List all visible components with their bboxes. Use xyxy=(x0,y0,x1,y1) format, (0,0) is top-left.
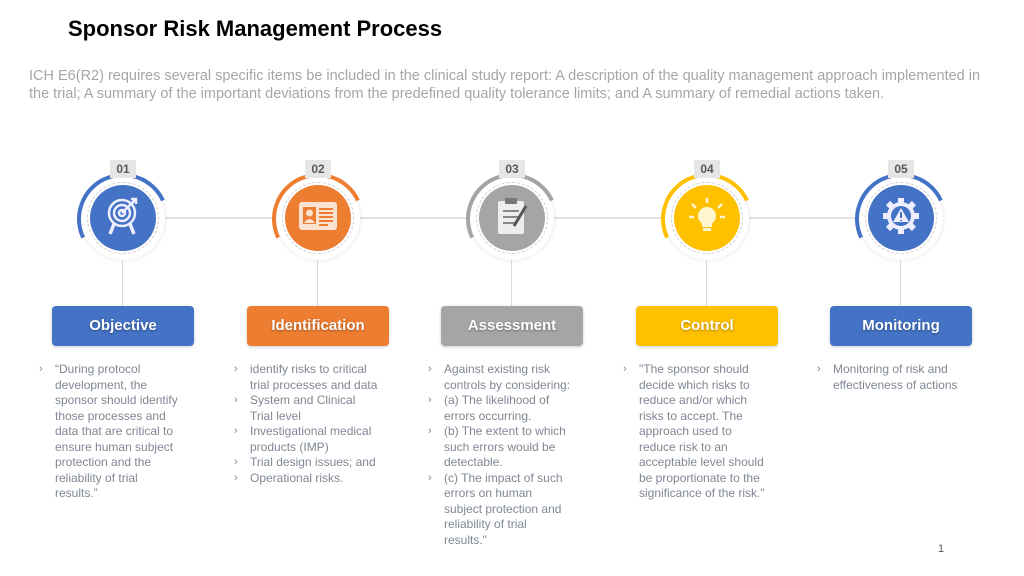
bullet-item: › (a) The likelihood of errors occurring. xyxy=(422,393,572,424)
bullet-text: (b) The extent to which such errors woul… xyxy=(444,424,566,469)
bullet-item: › Against existing risk controls by consi… xyxy=(422,362,572,393)
step-bullets: › Against existing risk controls by consi… xyxy=(422,362,572,548)
step-label: Assessment xyxy=(441,306,583,346)
step-number: 02 xyxy=(305,160,331,178)
step-number: 05 xyxy=(888,160,914,178)
step-bullets: › Monitoring of risk and effectiveness of… xyxy=(811,362,961,393)
icon-circle xyxy=(285,185,351,251)
chevron-right-icon: › xyxy=(428,471,432,484)
chevron-right-icon: › xyxy=(234,394,238,406)
lightbulb-icon xyxy=(687,196,727,241)
step-label: Monitoring xyxy=(830,306,972,346)
icon-circle xyxy=(868,185,934,251)
id-card-icon xyxy=(298,201,338,236)
page-number: 1 xyxy=(938,543,945,555)
bullet-item: › "The sponsor should decide which risks … xyxy=(617,362,767,502)
page-title: Sponsor Risk Management Process xyxy=(68,16,443,41)
bullet-text: “During protocol development, the sponso… xyxy=(55,362,178,500)
dashed-ring xyxy=(671,182,743,254)
chevron-right-icon: › xyxy=(39,363,43,375)
chevron-right-icon: › xyxy=(428,425,432,437)
bullet-text: identify risks to critical trial process… xyxy=(250,362,378,392)
bullet-text: Trial design issues; and xyxy=(250,455,376,469)
bullet-item: › Monitoring of risk and effectiveness of… xyxy=(811,362,961,393)
chevron-right-icon: › xyxy=(234,456,238,468)
dashed-ring xyxy=(865,182,937,254)
bullet-item: › System and Clinical Trial level xyxy=(228,393,378,424)
bullet-text: Operational risks. xyxy=(250,470,344,485)
step-label: Control xyxy=(636,306,778,346)
bullet-text: Monitoring of risk and effectiveness of … xyxy=(833,362,958,392)
connector-line xyxy=(122,260,123,306)
bullet-text: (a) The likelihood of errors occurring. xyxy=(444,393,550,423)
bullet-item: › “During protocol development, the spons… xyxy=(33,362,183,502)
gear-warning-icon xyxy=(881,196,921,241)
bullet-item: › (c) The impact of such errors on human … xyxy=(422,471,572,549)
step-number: 01 xyxy=(110,160,136,178)
dashed-ring xyxy=(282,182,354,254)
bullet-text: System and Clinical Trial level xyxy=(250,393,356,423)
chevron-right-icon: › xyxy=(234,425,238,437)
bullet-item: › (b) The extent to which such errors wou… xyxy=(422,424,572,471)
bullet-text: (c) The impact of such errors on human s… xyxy=(444,470,563,547)
bullet-text: Investigational medical products (IMP) xyxy=(250,424,372,454)
bullet-item: › Investigational medical products (IMP) xyxy=(228,424,378,455)
connector-line xyxy=(706,260,707,306)
chevron-right-icon: › xyxy=(234,471,238,484)
chevron-right-icon: › xyxy=(817,363,821,375)
step-bullets: › "The sponsor should decide which risks … xyxy=(617,362,767,502)
icon-circle xyxy=(90,185,156,251)
subtitle: ICH E6(R2) requires several specific ite… xyxy=(29,68,981,102)
dashed-ring xyxy=(87,182,159,254)
icon-circle xyxy=(674,185,740,251)
icon-circle xyxy=(479,185,545,251)
chevron-right-icon: › xyxy=(428,394,432,406)
step-number: 03 xyxy=(499,160,525,178)
step-label: Objective xyxy=(52,306,194,346)
dashed-ring xyxy=(476,182,548,254)
step-label: Identification xyxy=(247,306,389,346)
bullet-text: Against existing risk controls by consid… xyxy=(444,362,571,392)
bullet-item: › Operational risks. xyxy=(228,471,378,487)
connector-line xyxy=(511,260,512,306)
bullet-text: "The sponsor should decide which risks t… xyxy=(639,362,765,500)
clipboard-icon xyxy=(495,196,529,241)
chevron-right-icon: › xyxy=(623,363,627,375)
connector-line xyxy=(317,260,318,306)
step-bullets: › identify risks to critical trial proce… xyxy=(228,362,378,486)
chevron-right-icon: › xyxy=(428,363,432,375)
connector-line xyxy=(900,260,901,306)
target-icon xyxy=(104,196,142,241)
bullet-item: › Trial design issues; and xyxy=(228,455,378,471)
step-bullets: › “During protocol development, the spons… xyxy=(33,362,183,502)
chevron-right-icon: › xyxy=(234,363,238,375)
step-number: 04 xyxy=(694,160,720,178)
bullet-item: › identify risks to critical trial proce… xyxy=(228,362,378,393)
